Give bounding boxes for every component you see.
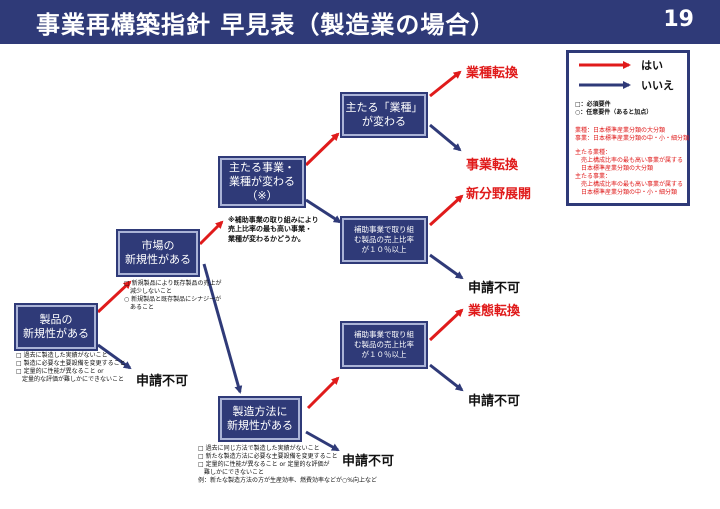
- node-market-novelty: 市場の 新規性がある: [118, 231, 198, 275]
- legend-definition-4: 主たる事業： 売上構成比率の最も高い事業が属する 日本標準産業分類の中・小・細分…: [575, 173, 684, 196]
- legend-box: はい いいえ □：必須要件 ○：任意要件（あると加点） 業種：日本標準産業分類の…: [566, 50, 690, 206]
- note-business-change: ※補助事業の取り組みにより 売上比率の最も高い事業・ 業種が変わるかどうか。: [228, 216, 319, 243]
- arrow-business-yes: [304, 132, 340, 167]
- arrow-market-no: [202, 263, 243, 394]
- outcome-not-applicable-2: 申請不可: [468, 394, 521, 409]
- arrow-method-no: [305, 430, 340, 452]
- arrow-product-yes: [96, 280, 132, 314]
- arrow-business-no: [305, 198, 342, 224]
- legend-arrows: [579, 61, 631, 89]
- page-title: 事業再構築指針 早見表（製造業の場合）: [36, 11, 496, 39]
- node-ratio-upper: 補助事業で取り組 む製品の売上比率 が１０％以上: [342, 218, 426, 262]
- arrow-product-no: [97, 343, 132, 370]
- outcome-business-change: 事業転換: [466, 158, 519, 173]
- page-number: 19: [663, 7, 694, 32]
- arrow-ratio-upper-no: [429, 253, 464, 280]
- outcome-industry-change: 業種転換: [466, 66, 519, 81]
- outcome-new-field: 新分野展開: [466, 187, 532, 202]
- node-method-novelty: 製造方法に 新規性がある: [220, 398, 300, 440]
- node-industry-main: 主たる「業種」 が変わる: [342, 94, 426, 136]
- arrow-ratio-upper-yes: [428, 194, 464, 227]
- outcome-not-applicable-4: 申請不可: [342, 454, 395, 469]
- outcome-not-applicable-1: 申請不可: [468, 281, 521, 296]
- note-product: □ 過去に製造した実績がないこと □ 製造に必要な主要設備を変更すること □ 定…: [16, 352, 126, 384]
- legend-yes: はい: [641, 59, 663, 72]
- arrow-market-yes: [198, 220, 224, 246]
- legend-definition-3: 主たる業種： 売上構成比率の最も高い事業が属する 日本標準産業分類の大分類: [575, 149, 684, 172]
- legend-no: いいえ: [641, 79, 674, 92]
- note-method: □ 過去に同じ方法で製造した実績がないこと □ 新たな製造方法に必要な主要設備を…: [198, 445, 377, 485]
- note-market: □ 新規製品により既存製品の売上が 減少しないこと ○ 新規製品と既存製品にシナ…: [124, 280, 222, 312]
- node-business-change: 主たる事業・ 業種が変わる （※）: [220, 158, 304, 206]
- legend-definition-1: 業種：日本標準産業分類の大分類: [575, 127, 666, 134]
- node-product-novelty: 製品の 新規性がある: [16, 305, 96, 349]
- arrow-method-yes: [306, 376, 340, 410]
- arrow-ratio-lower-yes: [428, 308, 464, 342]
- arrow-industry-yes: [429, 70, 462, 98]
- legend-requirement-key: □：必須要件 ○：任意要件（あると加点）: [575, 101, 653, 116]
- arrow-industry-no: [429, 123, 462, 152]
- outcome-format-change: 業態転換: [468, 304, 521, 319]
- arrow-ratio-lower-no: [429, 363, 464, 392]
- node-ratio-lower: 補助事業で取り組 む製品の売上比率 が１０％以上: [342, 323, 426, 367]
- header-bar: 事業再構築指針 早見表（製造業の場合） 19: [0, 0, 720, 44]
- legend-definition-2: 事業：日本標準産業分類の中・小・細分類: [575, 135, 690, 142]
- outcome-not-applicable-3: 申請不可: [136, 374, 189, 389]
